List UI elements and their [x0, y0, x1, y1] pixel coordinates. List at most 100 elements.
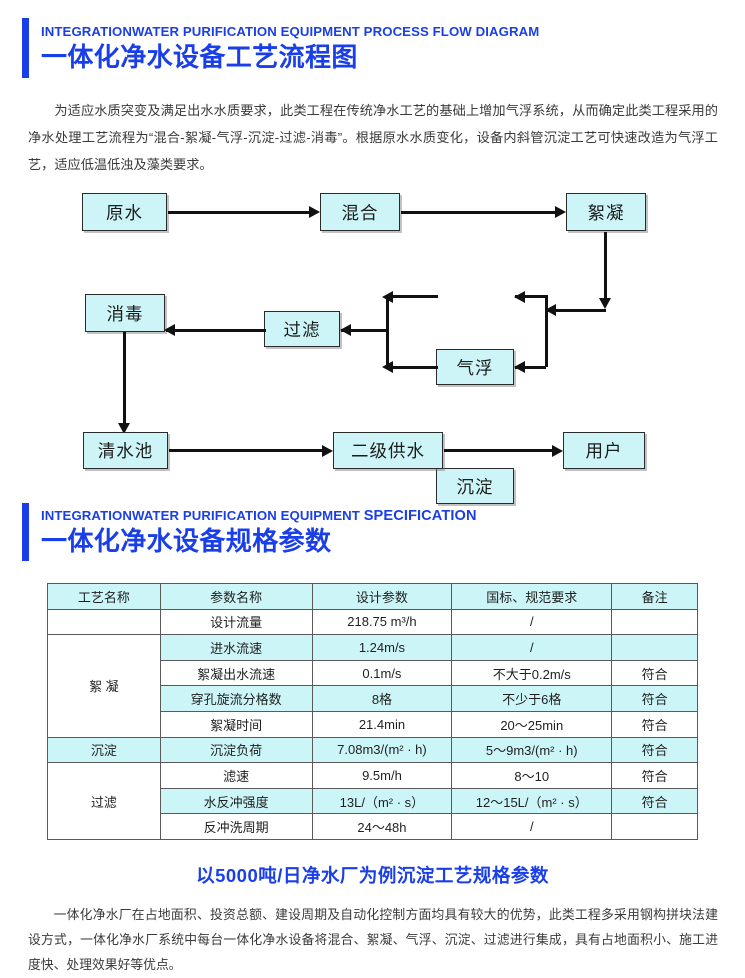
cell-parameter: 滤速	[159, 762, 313, 789]
cell-standard: /	[451, 608, 613, 636]
spec-section-heading: INTEGRATIONWATER PURIFICATION EQUIPMENT …	[22, 503, 477, 561]
table-header-parameter: 参数名称	[159, 583, 313, 610]
arrowhead-sedimentation-out	[382, 290, 393, 303]
cell-parameter: 水反冲强度	[159, 787, 313, 815]
edge-clearwater-secondary	[169, 449, 324, 452]
cell-remark: 符合	[611, 787, 698, 815]
arrowhead-leftbus-filtration	[340, 324, 351, 336]
flow-node-secondary-supply: 二级供水	[333, 432, 443, 469]
spec-heading-chinese: 一体化净水设备规格参数	[41, 525, 332, 556]
cell-remark: 符合	[611, 685, 698, 712]
table-header-remark: 备注	[611, 583, 698, 610]
arrowhead-mixing-flocculation	[555, 206, 566, 218]
heading-text-group: INTEGRATIONWATER PURIFICATION EQUIPMENT …	[41, 18, 539, 78]
cell-design: 1.24m/s	[311, 634, 453, 661]
cell-design: 8格	[311, 685, 453, 712]
flow-node-sedimentation: 沉淀	[436, 468, 514, 504]
edge-disinfection-down	[123, 332, 126, 426]
edge-secondary-user	[444, 449, 554, 452]
cell-remark: 符合	[611, 762, 698, 789]
flow-heading-english: INTEGRATIONWATER PURIFICATION EQUIPMENT …	[41, 23, 540, 39]
cell-remark: 符合	[611, 736, 698, 764]
cell-process-flocculation: 絮 凝	[47, 634, 161, 738]
cell-remark	[611, 813, 698, 840]
cell-design: 0.1m/s	[311, 659, 453, 687]
flow-node-disinfection: 消毒	[85, 294, 165, 332]
edge-leftbus-filtration	[341, 328, 387, 332]
cell-design: 9.5m/h	[311, 762, 453, 789]
arrowhead-flocculation-to-bus	[545, 304, 556, 316]
cell-design: 21.4min	[311, 710, 453, 738]
cell-standard: 5～9m3/(m² · h)	[451, 736, 613, 764]
cell-remark: 符合	[611, 710, 698, 738]
table-row: 沉淀 沉淀负荷 7.08m3/(m² · h) 5～9m3/(m² · h) 符…	[47, 736, 698, 764]
cell-parameter: 絮凝出水流速	[159, 659, 313, 687]
cell-standard: 12～15L/（m² · s）	[451, 787, 613, 815]
flow-node-air-flotation: 气浮	[436, 349, 514, 385]
cell-process	[47, 608, 161, 636]
accent-bar	[22, 18, 29, 78]
arrowhead-filtration-disinfection	[164, 324, 175, 336]
flow-heading-chinese: 一体化净水设备工艺流程图	[41, 41, 358, 72]
edge-flocculation-to-bus	[546, 308, 606, 312]
edge-filtration-disinfection	[166, 328, 266, 332]
arrowhead-airflotation-out	[382, 361, 393, 373]
table-row: 絮凝时间 21.4min 20～25min 符合	[48, 710, 698, 738]
cell-standard: 不大于0.2m/s	[451, 659, 613, 687]
flow-node-filtration: 过滤	[264, 311, 340, 347]
cell-remark	[611, 608, 698, 636]
table-row: 絮 凝 进水流速 1.24m/s /	[47, 634, 698, 738]
arrowhead-bus-sedimentation	[514, 290, 525, 303]
cell-standard: /	[451, 813, 613, 840]
flow-node-raw-water: 原水	[82, 193, 167, 231]
cell-parameter: 穿孔旋流分格数	[159, 685, 313, 712]
table-header-standard: 国标、规范要求	[451, 583, 613, 610]
edge-left-bus	[386, 295, 389, 367]
arrowhead-disinfection-down	[117, 423, 130, 434]
cell-design: 7.08m3/(m² · h)	[311, 736, 453, 764]
table-row: 过滤 滤速 9.5m/h 8～10 符合	[47, 762, 698, 840]
cell-remark	[611, 634, 698, 661]
cell-parameter: 反冲洗周期	[159, 813, 313, 840]
accent-bar	[22, 503, 29, 561]
cell-design: 24～48h	[311, 813, 453, 840]
cell-process-filtration: 过滤	[47, 762, 161, 840]
arrowhead-rawwater-mixing	[309, 206, 320, 218]
edge-sedimentation-to-leftbus	[386, 295, 438, 298]
edge-bus-sedimentation	[515, 295, 546, 298]
edge-mixing-flocculation	[401, 210, 556, 214]
arrowhead-bus-airflotation	[514, 361, 525, 373]
cell-parameter: 絮凝时间	[159, 710, 313, 738]
flow-node-user: 用户	[563, 432, 645, 469]
arrowhead-secondary-user	[552, 444, 563, 457]
flow-node-mixing: 混合	[320, 193, 400, 231]
table-row: 反冲洗周期 24～48h /	[48, 813, 698, 840]
cell-standard: /	[451, 634, 613, 661]
cell-parameter: 进水流速	[159, 634, 313, 661]
arrowhead-clearwater-secondary	[322, 444, 333, 457]
cell-standard: 8～10	[451, 762, 613, 789]
table-caption: 以5000吨/日净水厂为例沉淀工艺规格参数	[196, 865, 549, 886]
edge-airflotation-to-leftbus	[386, 365, 438, 369]
process-flow-diagram: 原水 混合 絮凝 沉淀 气浮 过滤 消毒 清水池 二级供水 用户	[0, 180, 745, 504]
table-row: 设计流量 218.75 m³/h /	[47, 608, 698, 636]
arrowhead-flocculation-down	[598, 298, 611, 309]
table-header-design: 设计参数	[311, 583, 453, 610]
table-header-process: 工艺名称	[47, 583, 161, 610]
table-row: 絮凝出水流速 0.1m/s 不大于0.2m/s 符合	[48, 659, 698, 687]
table-header-row: 工艺名称 参数名称 设计参数 国标、规范要求 备注	[47, 583, 698, 610]
flow-intro-paragraph: 为适应水质突变及满足出水水质要求，此类工程在传统净水工艺的基础上增加气浮系统，从…	[28, 103, 718, 173]
cell-design: 218.75 m³/h	[311, 608, 453, 636]
edge-right-bus	[545, 295, 548, 367]
flow-node-flocculation: 絮凝	[566, 193, 646, 231]
spec-heading-english: INTEGRATIONWATER PURIFICATION EQUIPMENT …	[41, 507, 477, 524]
edge-flocculation-down	[604, 232, 607, 300]
cell-design: 13L/（m² · s）	[311, 787, 453, 815]
cell-process-sedimentation: 沉淀	[47, 736, 161, 764]
heading-text-group: INTEGRATIONWATER PURIFICATION EQUIPMENT …	[41, 503, 477, 561]
cell-parameter: 设计流量	[159, 608, 313, 636]
cell-standard: 不少于6格	[451, 685, 613, 712]
edge-rawwater-mixing	[168, 210, 310, 214]
cell-standard: 20～25min	[451, 710, 613, 738]
spec-summary-paragraph: 一体化净水厂在占地面积、投资总额、建设周期及自动化控制方面均具有较大的优势，此类…	[28, 907, 718, 972]
